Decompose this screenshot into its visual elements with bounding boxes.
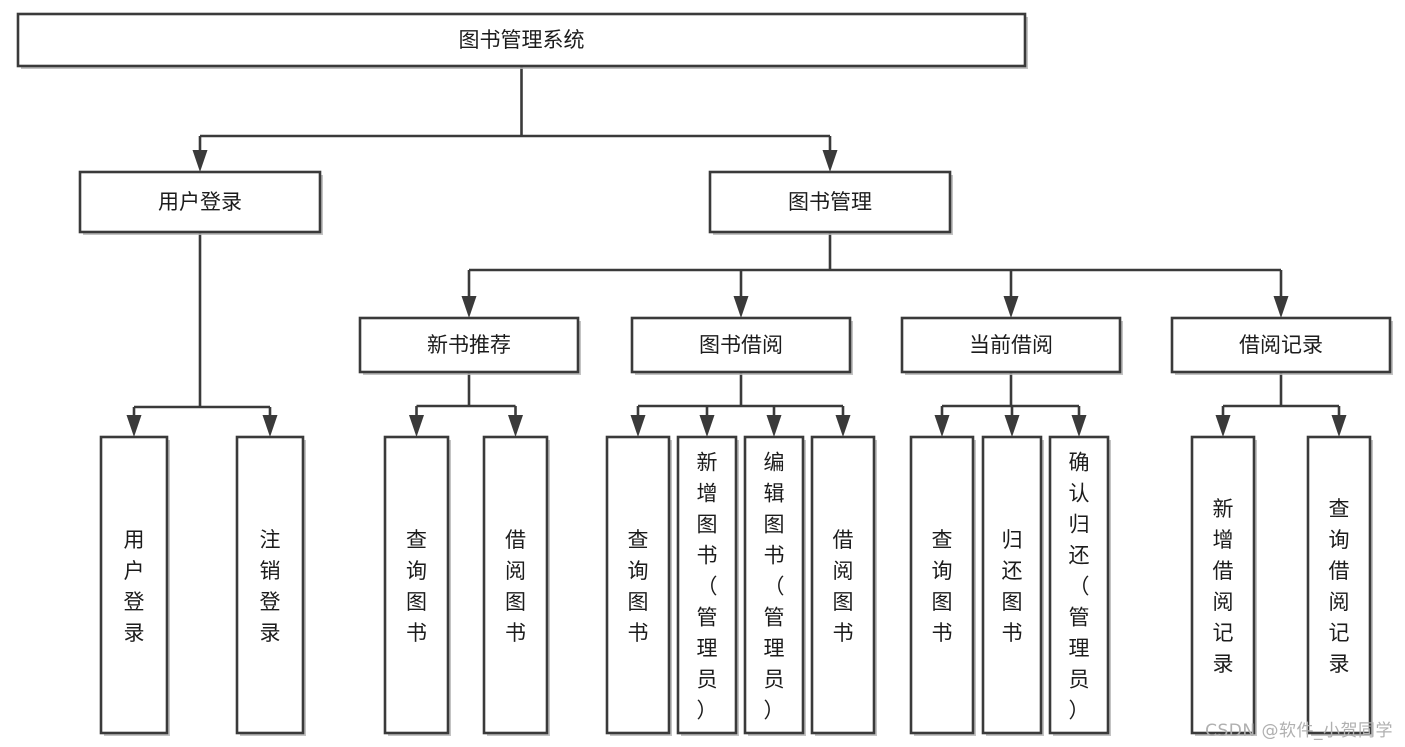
node-label: 借阅图书 (833, 528, 854, 645)
connector-arrowhead (1331, 415, 1347, 437)
node-label: 用户登录 (124, 528, 145, 645)
connector-arrowhead (409, 415, 424, 437)
node-label: 用户登录 (158, 190, 242, 214)
node-label: 新书推荐 (427, 333, 511, 357)
node-label: 查询借阅记录 (1329, 497, 1350, 676)
connector-arrowhead (508, 415, 523, 437)
node-rect[interactable] (630, 316, 852, 374)
node-rect[interactable] (676, 435, 738, 735)
node-rect[interactable] (383, 435, 450, 735)
connector-arrowhead (733, 296, 749, 318)
node-rect[interactable] (708, 170, 952, 234)
connector-arrowhead (835, 415, 851, 437)
node-rect[interactable] (909, 435, 975, 735)
node-label: 编辑图书（管理员） (764, 451, 785, 723)
connector-arrowhead (262, 415, 278, 437)
node-label: 新增图书（管理员） (697, 451, 718, 723)
node-借阅图书[interactable]: 借阅图书 (482, 435, 550, 736)
node-当前借阅[interactable]: 当前借阅 (900, 316, 1123, 375)
node-新书推荐[interactable]: 新书推荐 (358, 316, 581, 375)
node-label: 查询图书 (628, 528, 649, 645)
node-label: 当前借阅 (969, 333, 1053, 357)
node-新增图书管理员[interactable]: 新增图书（管理员） (676, 435, 739, 736)
edge-layer (126, 66, 1347, 437)
node-rect[interactable] (981, 435, 1043, 735)
node-用户登录[interactable]: 用户登录 (99, 435, 170, 736)
node-查询借阅记录[interactable]: 查询借阅记录 (1306, 435, 1373, 736)
node-label: 查询图书 (932, 528, 953, 645)
node-新增借阅记录[interactable]: 新增借阅记录 (1190, 435, 1257, 736)
node-查询图书[interactable]: 查询图书 (909, 435, 976, 736)
node-label: 借阅记录 (1239, 333, 1323, 357)
node-rect[interactable] (743, 435, 805, 735)
connector-arrowhead (1004, 415, 1020, 437)
connector-arrowhead (126, 415, 142, 437)
node-rect[interactable] (1170, 316, 1392, 374)
node-rect[interactable] (1306, 435, 1372, 735)
connector-arrowhead (1071, 415, 1087, 437)
connector-arrowhead (822, 150, 838, 172)
node-图书借阅[interactable]: 图书借阅 (630, 316, 853, 375)
node-rect[interactable] (810, 435, 876, 735)
node-rect[interactable] (605, 435, 671, 735)
node-rect[interactable] (235, 435, 305, 735)
node-注销登录[interactable]: 注销登录 (235, 435, 306, 736)
node-查询图书[interactable]: 查询图书 (383, 435, 451, 736)
node-编辑图书管理员[interactable]: 编辑图书（管理员） (743, 435, 806, 736)
node-label: 确认归还（管理员） (1069, 451, 1090, 723)
node-图书管理[interactable]: 图书管理 (708, 170, 953, 235)
node-rect[interactable] (78, 170, 322, 234)
node-归还图书[interactable]: 归还图书 (981, 435, 1044, 736)
node-rect[interactable] (358, 316, 580, 374)
node-图书管理系统[interactable]: 图书管理系统 (16, 12, 1028, 69)
node-rect[interactable] (99, 435, 169, 735)
node-label: 注销登录 (260, 528, 281, 645)
node-label: 借阅图书 (505, 528, 526, 645)
node-借阅图书[interactable]: 借阅图书 (810, 435, 877, 736)
node-layer: 图书管理系统用户登录用户登录注销登录图书管理新书推荐查询图书借阅图书图书借阅查询… (16, 12, 1393, 736)
connector-arrowhead (699, 415, 715, 437)
node-rect[interactable] (900, 316, 1122, 374)
node-借阅记录[interactable]: 借阅记录 (1170, 316, 1393, 375)
connector-arrowhead (1273, 296, 1289, 318)
node-rect[interactable] (482, 435, 549, 735)
connector-arrowhead (766, 415, 782, 437)
node-label: 新增借阅记录 (1213, 497, 1234, 676)
node-rect[interactable] (16, 12, 1027, 68)
node-rect[interactable] (1048, 435, 1110, 735)
connector-arrowhead (630, 415, 646, 437)
node-label: 图书管理 (788, 190, 872, 214)
connector-arrowhead (934, 415, 950, 437)
connector-arrowhead (461, 296, 477, 318)
node-label: 图书借阅 (699, 333, 783, 357)
connector-arrowhead (192, 150, 208, 172)
node-label: 归还图书 (1002, 528, 1023, 645)
node-查询图书[interactable]: 查询图书 (605, 435, 672, 736)
connector-arrowhead (1215, 415, 1231, 437)
node-label: 图书管理系统 (459, 28, 585, 52)
node-用户登录[interactable]: 用户登录 (78, 170, 323, 235)
connector-arrowhead (1003, 296, 1019, 318)
node-label: 查询图书 (406, 528, 427, 645)
node-rect[interactable] (1190, 435, 1256, 735)
node-确认归还管理员[interactable]: 确认归还（管理员） (1048, 435, 1111, 736)
